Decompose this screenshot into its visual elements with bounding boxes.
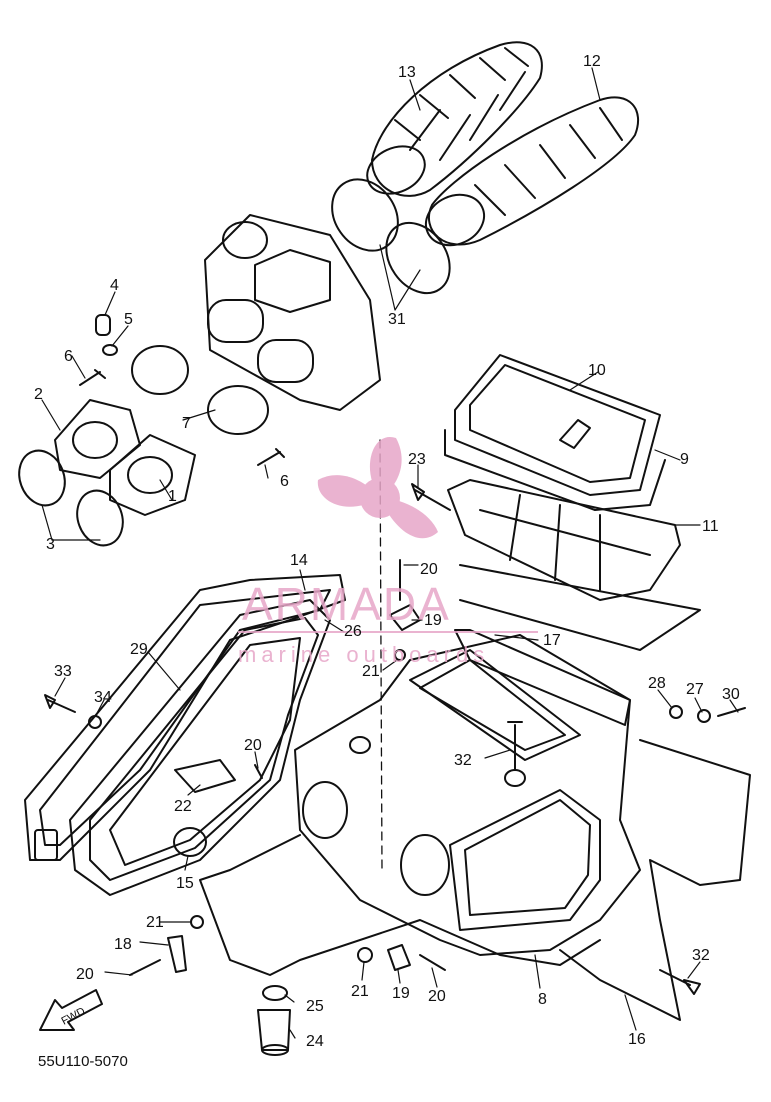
nut-21-left — [190, 915, 204, 929]
part-number: 30 — [722, 686, 740, 703]
part-number: 9 — [680, 451, 689, 468]
plate-18 — [167, 935, 187, 973]
screw-20-mid — [254, 764, 263, 779]
part-number: 10 — [588, 362, 606, 379]
o-ring-3a — [18, 449, 66, 507]
part-number: 12 — [583, 53, 601, 70]
bracket-22 — [174, 759, 236, 793]
bolt-32-upper — [507, 721, 523, 771]
bolt-32-lower — [659, 969, 701, 995]
o-ring-3b — [76, 489, 124, 547]
hose-clamp-31b — [385, 221, 451, 295]
part-number: 33 — [54, 663, 72, 680]
part-number: 24 — [306, 1033, 324, 1050]
part-number: 29 — [130, 641, 148, 658]
part-number: 20 — [76, 966, 94, 983]
clamp-7a — [131, 345, 189, 395]
part-number: 25 — [306, 998, 324, 1015]
watermark-subtitle: marine outboards — [238, 642, 489, 667]
screw-30 — [717, 707, 746, 717]
part-number: 22 — [174, 798, 192, 815]
intake-duct-13 — [366, 41, 543, 197]
part-number: 21 — [351, 983, 369, 1000]
fwd-arrow — [39, 989, 103, 1031]
part-number: 31 — [388, 311, 406, 328]
panel-16 — [559, 739, 751, 1021]
filter-frame-9 — [444, 429, 666, 511]
drawing-code: 55U110-5070 — [38, 1053, 128, 1070]
screw-6b — [257, 448, 285, 466]
part-number: 1 — [168, 488, 177, 505]
cover-14 — [69, 599, 331, 896]
part-number: 15 — [176, 875, 194, 892]
part-number: 20 — [244, 737, 262, 754]
part-number-labels: 13 12 31 4 5 6 2 3 1 7 6 10 9 23 11 20 1… — [34, 53, 740, 1050]
part-number: 19 — [424, 612, 442, 629]
screw-20-left — [129, 959, 161, 976]
part-number: 13 — [398, 64, 416, 81]
part-number: 18 — [114, 936, 132, 953]
part-number: 34 — [94, 689, 112, 706]
bolt-33 — [44, 694, 76, 713]
part-number: 6 — [280, 473, 289, 490]
hose-clamp-31a — [331, 178, 399, 252]
plate-19-lower — [387, 944, 411, 971]
nut-21-upper — [394, 649, 406, 661]
part-number: 17 — [543, 632, 561, 649]
part-number: 16 — [628, 1031, 646, 1048]
part-number: 26 — [344, 623, 362, 640]
part-number: 3 — [46, 536, 55, 553]
air-box-8 — [199, 634, 641, 976]
part-number: 6 — [64, 348, 73, 365]
carb-joint-2 — [54, 399, 141, 479]
drain-tube-24 — [257, 1009, 291, 1051]
screw-20-lower — [419, 954, 446, 971]
nut-21-lower — [357, 947, 373, 963]
nut-28 — [669, 705, 683, 719]
part-number: 7 — [182, 415, 191, 432]
washer-34 — [88, 715, 102, 729]
part-number: 28 — [648, 675, 666, 692]
watermark-logo: ARMADA marine outboards — [238, 436, 538, 667]
part-number: 27 — [686, 681, 704, 698]
carb-joint-1 — [109, 434, 196, 516]
clamp-25 — [262, 985, 288, 1001]
part-number: 20 — [428, 988, 446, 1005]
plate-17 — [454, 629, 631, 726]
tube-15 — [173, 827, 207, 857]
fwd-label: FWD — [60, 1005, 88, 1027]
part-number: 21 — [146, 914, 164, 931]
part-number: 19 — [392, 985, 410, 1002]
leader-lines — [41, 67, 739, 1039]
part-number: 8 — [538, 991, 547, 1008]
part-number: 11 — [702, 518, 719, 535]
filter-element-10 — [454, 354, 661, 496]
part-number: 32 — [454, 752, 472, 769]
part-number: 2 — [34, 386, 43, 403]
clip-5 — [102, 344, 118, 356]
part-number: 4 — [110, 277, 119, 294]
screw-6a — [79, 369, 106, 386]
carburetor-assembly — [204, 214, 381, 411]
filter-case-11 — [447, 479, 701, 651]
part-number: 23 — [408, 451, 426, 468]
part-number: 32 — [692, 947, 710, 964]
part-number: 14 — [290, 552, 308, 569]
nut-27 — [697, 709, 711, 723]
drain-tube-24-end — [261, 1044, 289, 1056]
watermark-title: ARMADA — [242, 578, 451, 630]
clamp-7b — [207, 385, 269, 435]
part-number: 20 — [420, 561, 438, 578]
intake-duct-12 — [424, 96, 640, 247]
cap-4 — [95, 314, 111, 336]
part-number: 21 — [362, 663, 380, 680]
part-number: 5 — [124, 311, 133, 328]
